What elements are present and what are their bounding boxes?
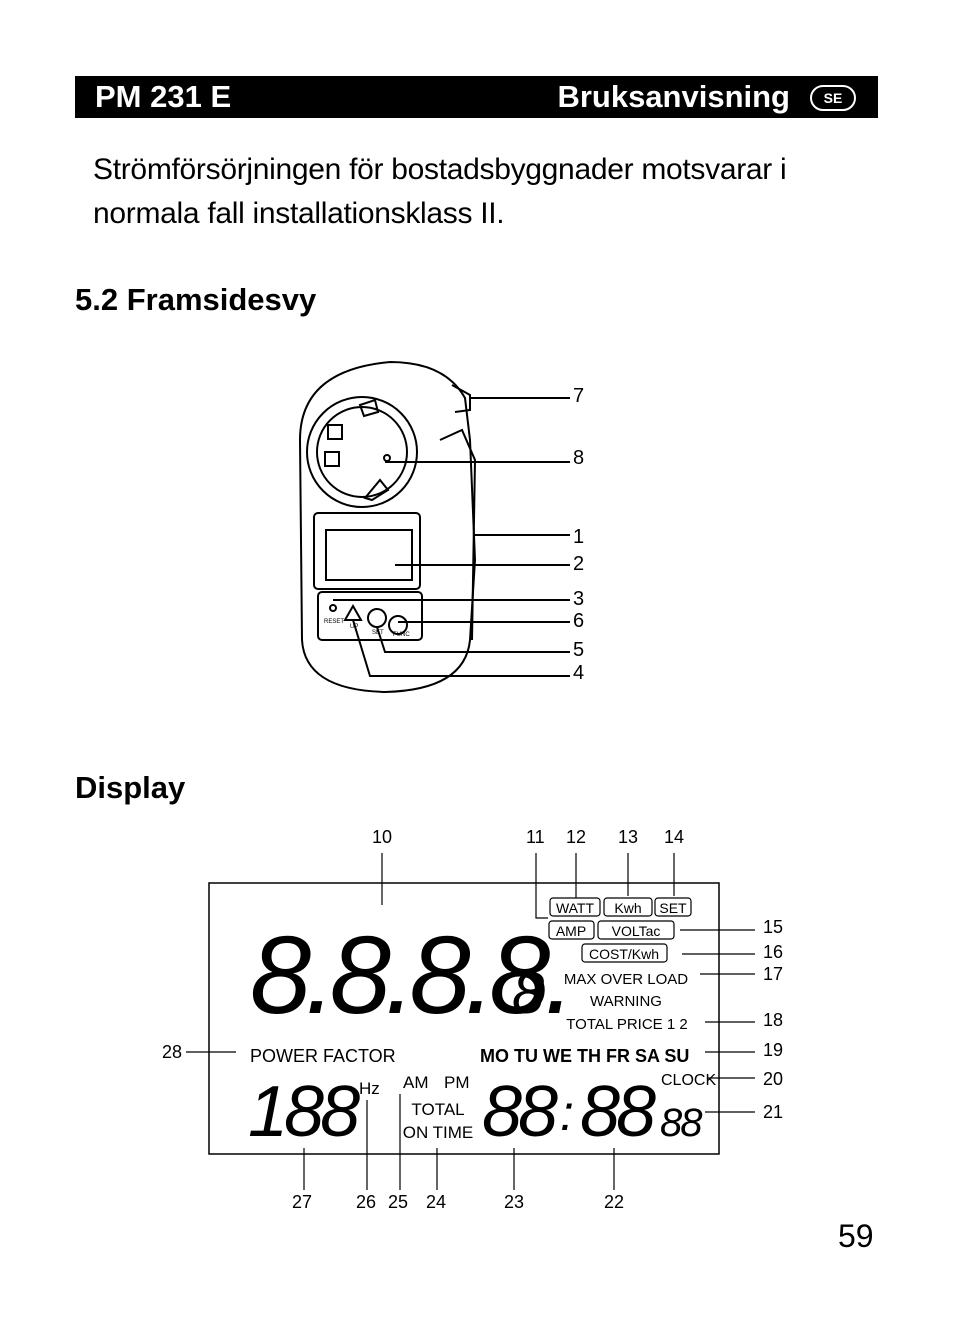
callout-8: 8 <box>573 447 584 469</box>
model-name: PM 231 E <box>95 79 232 114</box>
callout-27: 27 <box>292 1192 312 1212</box>
func-button-label: FUNC <box>393 632 410 638</box>
watt-indicator: WATT <box>556 900 595 916</box>
cost-per-kwh-indicator: COST/Kwh <box>589 946 659 962</box>
max-over-load-indicator: MAX OVER LOAD <box>564 971 688 988</box>
clock-indicator: CLOCK <box>661 1072 716 1089</box>
callout-2: 2 <box>573 553 584 575</box>
callout-5: 5 <box>573 639 584 661</box>
callout-18: 18 <box>763 1010 783 1030</box>
hz-indicator: Hz <box>359 1079 380 1098</box>
pm-indicator: PM <box>444 1073 470 1092</box>
warning-indicator: WARNING <box>590 993 662 1010</box>
callout-14: 14 <box>664 827 684 847</box>
total-price-indicator: TOTAL PRICE 1 2 <box>566 1016 687 1033</box>
small-main-digit: 8 <box>512 961 544 1026</box>
up-button-label: UP <box>350 624 358 630</box>
callout-12: 12 <box>566 827 586 847</box>
callout-10: 10 <box>372 827 392 847</box>
reset-button-label: RESET <box>324 619 344 625</box>
callout-13: 13 <box>618 827 638 847</box>
total-indicator: TOTAL <box>411 1100 464 1119</box>
callout-28: 28 <box>162 1042 182 1062</box>
set-indicator: SET <box>659 900 687 916</box>
callout-3: 3 <box>573 588 584 610</box>
callout-16: 16 <box>763 942 783 962</box>
intro-paragraph: Strömförsörjningen för bostadsbyggnader … <box>93 153 787 230</box>
voltac-indicator: VOLTac <box>612 923 661 939</box>
callout-1: 1 <box>573 526 584 548</box>
manual-title: Bruksanvisning <box>557 79 790 114</box>
clock-seconds-digits: 88 <box>660 1101 703 1145</box>
page-number: 59 <box>838 1218 874 1254</box>
callout-26: 26 <box>356 1192 376 1212</box>
callout-19: 19 <box>763 1040 783 1060</box>
clock-minutes-digits: 88 <box>580 1072 656 1152</box>
set-button-label: SET <box>372 630 384 636</box>
callout-11: 11 <box>526 827 545 847</box>
callout-20: 20 <box>763 1069 783 1089</box>
callout-23: 23 <box>504 1192 524 1212</box>
language-badge: SE <box>810 85 856 111</box>
amp-indicator: AMP <box>556 923 586 939</box>
power-factor-indicator: POWER FACTOR <box>250 1046 396 1066</box>
device-front-illustration: RESET UP SET FUNC 7 8 1 2 3 6 5 4 <box>298 360 584 694</box>
callout-24: 24 <box>426 1192 446 1212</box>
weekday-indicator: MO TU WE TH FR SA SU <box>480 1046 689 1066</box>
callout-22: 22 <box>604 1192 624 1212</box>
section-heading-display: Display <box>75 770 186 805</box>
callout-21: 21 <box>763 1102 783 1122</box>
clock-colon: : <box>560 1085 574 1141</box>
callout-6: 6 <box>573 610 584 632</box>
lcd-display-diagram: 10 11 12 13 14 15 16 17 18 19 20 21 22 2… <box>162 827 783 1212</box>
callout-17: 17 <box>763 964 783 984</box>
power-factor-digits: 188 <box>248 1072 360 1152</box>
kwh-indicator: Kwh <box>614 900 641 916</box>
header-bar: PM 231 E Bruksanvisning SE <box>75 76 878 118</box>
am-indicator: AM <box>403 1073 429 1092</box>
callout-4: 4 <box>573 662 584 684</box>
callout-7: 7 <box>573 385 584 407</box>
section-heading-front-view: 5.2 Framsidesvy <box>75 282 317 317</box>
callout-25: 25 <box>388 1192 408 1212</box>
on-time-indicator: ON TIME <box>403 1123 474 1142</box>
main-digits: 8.8.8.8. <box>250 914 569 1037</box>
clock-hours-digits: 88 <box>482 1072 558 1152</box>
callout-15: 15 <box>763 917 783 937</box>
